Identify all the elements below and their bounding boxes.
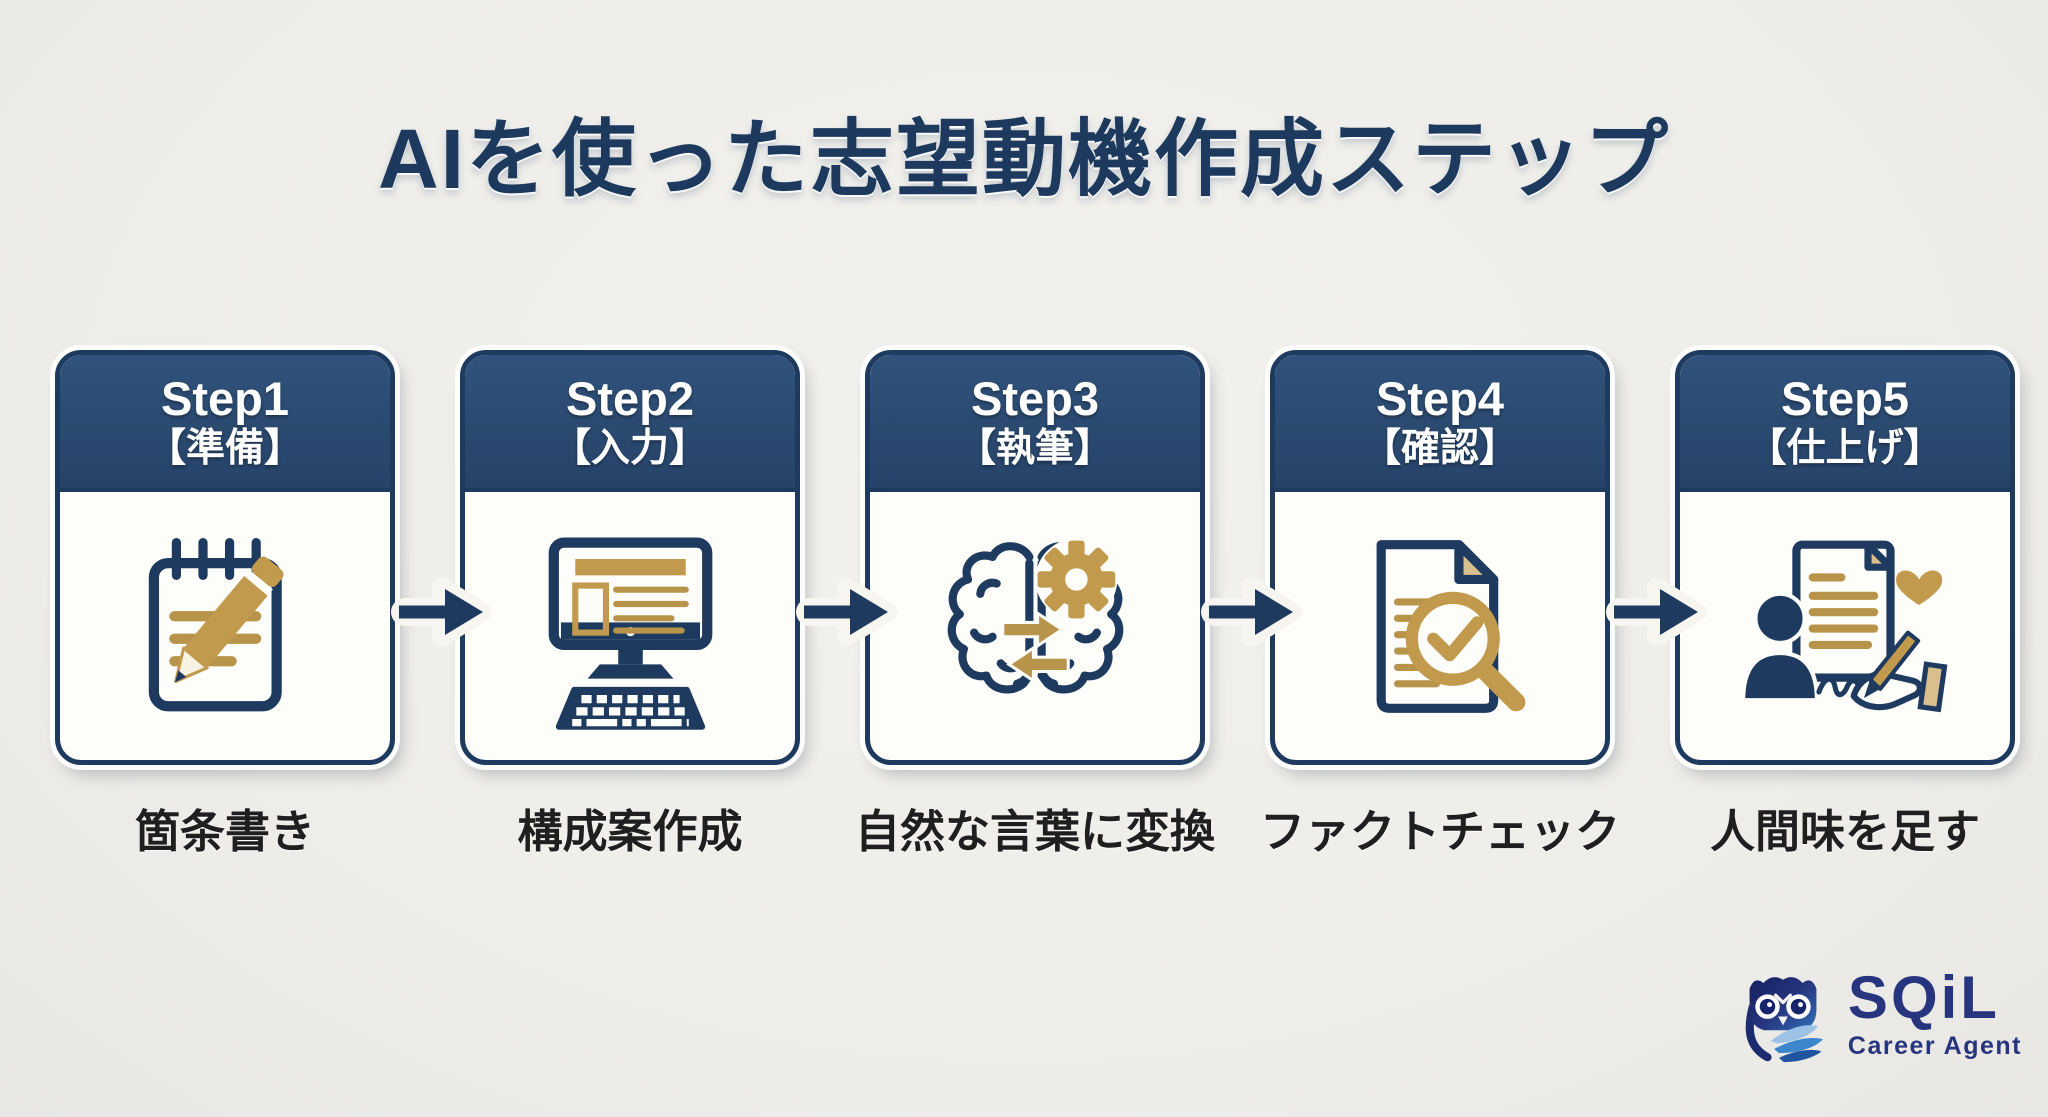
- brain-gear-exchange-icon: [947, 538, 1123, 694]
- step-2-phase: 【入力】: [551, 427, 708, 470]
- step-3-header: Step3 【執筆】: [870, 355, 1200, 492]
- step-1-card: Step1 【準備】: [55, 350, 395, 765]
- document-magnifier-check-icon: [1376, 540, 1525, 713]
- step-5-column: Step5 【仕上げ】: [1675, 350, 2015, 860]
- step-4-header: Step4 【確認】: [1275, 355, 1605, 492]
- page-title: AIを使った志望動機作成ステップ: [377, 112, 1670, 206]
- arrow-step4-to-step5-icon: [1606, 577, 1707, 647]
- step-3-label: 自然な言葉に変換: [855, 806, 1216, 857]
- step-4-card: Step4 【確認】: [1270, 350, 1610, 765]
- step-1-number: Step1: [161, 372, 289, 425]
- step-1-header: Step1 【準備】: [60, 355, 390, 492]
- brand-subtitle: Career Agent: [1847, 1031, 2022, 1060]
- step-4-phase: 【確認】: [1361, 427, 1518, 470]
- step-5-card: Step5 【仕上げ】: [1675, 350, 2015, 765]
- step-4-column: Step4 【確認】: [1260, 350, 1620, 860]
- step-2-header: Step2 【入力】: [465, 355, 795, 492]
- steps-row: Step1 【準備】: [55, 350, 2015, 860]
- brand-logo: SQiL Career Agent: [1730, 958, 2022, 1070]
- step-1-label: 箇条書き: [134, 806, 315, 857]
- step-4-body: [1275, 492, 1605, 760]
- step-3-number: Step3: [971, 372, 1099, 425]
- step-5-phase: 【仕上げ】: [1747, 427, 1943, 470]
- step-4-label: ファクトチェック: [1260, 806, 1621, 857]
- step-1-body: [60, 492, 390, 760]
- step-5-header: Step5 【仕上げ】: [1680, 355, 2010, 492]
- step-2-body: [465, 492, 795, 760]
- arrow-step3-to-step4-icon: [1201, 577, 1302, 647]
- computer-keyboard-icon: [548, 537, 712, 730]
- notepad-pencil-icon: [148, 538, 284, 712]
- step-2-label: 構成案作成: [517, 806, 743, 857]
- person-signing-heart-icon: [1740, 540, 1947, 713]
- step-2-column: Step2 【入力】: [460, 350, 800, 860]
- arrow-step1-to-step2-icon: [391, 577, 492, 647]
- step-4-number: Step4: [1376, 372, 1504, 425]
- step-5-body: [1680, 492, 2010, 760]
- step-3-body: [870, 492, 1200, 760]
- step-1-column: Step1 【準備】: [55, 350, 395, 860]
- brand-name: SQiL: [1847, 963, 2000, 1031]
- owl-logo-icon: [1745, 977, 1823, 1063]
- brand-text: SQiL Career Agent: [1847, 963, 2022, 1061]
- step-5-label: 人間味を足す: [1709, 806, 1980, 857]
- step-3-column: Step3 【執筆】: [855, 350, 1215, 860]
- step-1-phase: 【準備】: [146, 427, 303, 470]
- step-2-card: Step2 【入力】: [460, 350, 800, 765]
- step-3-card: Step3 【執筆】: [865, 350, 1205, 765]
- step-3-phase: 【執筆】: [956, 427, 1113, 470]
- step-5-number: Step5: [1781, 372, 1909, 425]
- arrow-step2-to-step3-icon: [796, 577, 897, 647]
- step-2-number: Step2: [566, 372, 694, 425]
